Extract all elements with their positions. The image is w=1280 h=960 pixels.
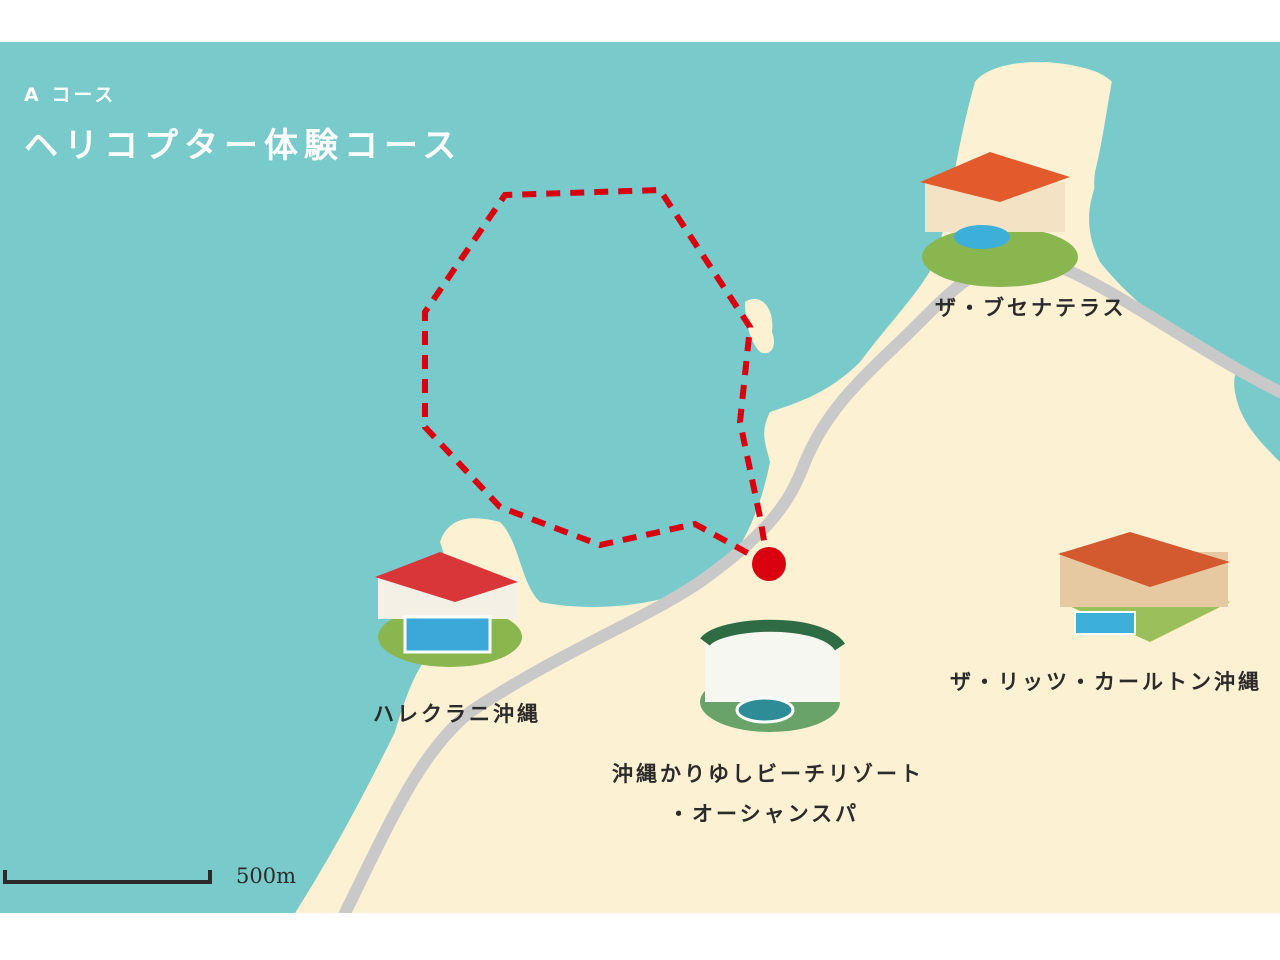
hotel-icon-halekulani[interactable] — [375, 552, 522, 667]
scale-bar — [3, 870, 212, 884]
helicopter-route — [422, 186, 771, 565]
course-label: A コース — [24, 84, 117, 106]
map — [0, 42, 1280, 913]
hotel-label-kariyushi-line2[interactable]: ・オーシャンスパ — [668, 802, 860, 826]
route-start-marker[interactable] — [752, 547, 786, 581]
headland — [745, 298, 775, 354]
scale-label: 500m — [236, 864, 296, 888]
hotel-icon-kariyushi[interactable] — [700, 619, 845, 732]
hotel-label-busena-terrace[interactable]: ザ・ブセナテラス — [935, 296, 1127, 320]
hotel-label-ritz-carlton[interactable]: ザ・リッツ・カールトン沖縄 — [950, 670, 1262, 694]
hotel-label-kariyushi[interactable]: 沖縄かりゆしビーチリゾート — [612, 762, 924, 786]
page-title: ヘリコプター体験コース — [24, 126, 463, 166]
hotel-icon-busena-terrace[interactable] — [920, 152, 1078, 287]
hotel-icon-ritz-carlton[interactable] — [1058, 532, 1230, 642]
hotel-label-halekulani[interactable]: ハレクラニ沖縄 — [373, 702, 541, 726]
inlet-top — [1094, 42, 1280, 332]
